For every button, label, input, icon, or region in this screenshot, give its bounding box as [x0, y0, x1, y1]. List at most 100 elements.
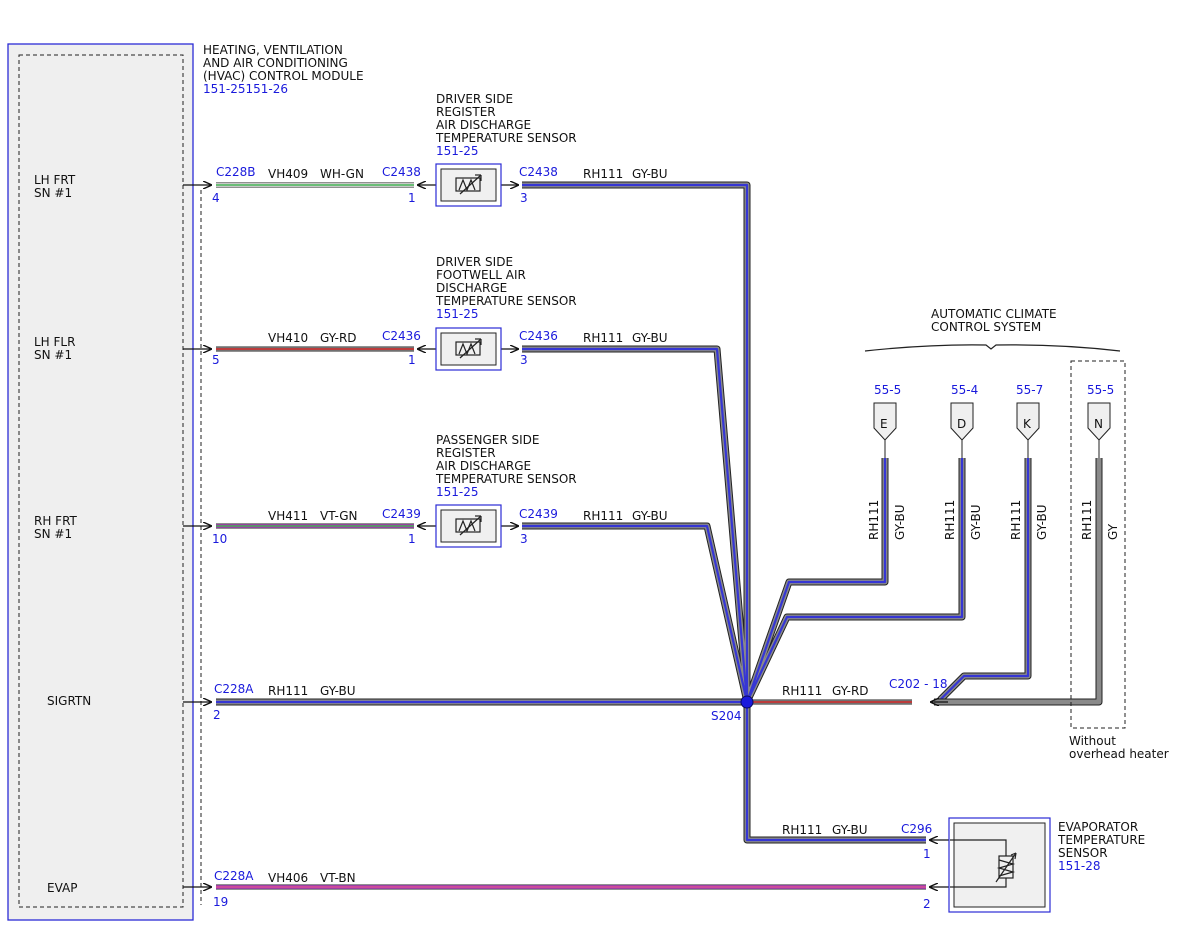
circuit-label: RH111: [1080, 500, 1094, 540]
circuit-label: VH409: [268, 167, 308, 181]
circuit-label: RH111: [1009, 500, 1023, 540]
svg-text:SENSOR: SENSOR: [1058, 846, 1108, 860]
sensor-passenger-register[interactable]: [435, 504, 502, 548]
pin-label: 2: [213, 708, 221, 722]
thermistor-icon: [455, 338, 482, 359]
pin-label: 1: [408, 532, 416, 546]
connector-label: C2439: [382, 507, 421, 521]
wire-color-label: GY-BU: [1035, 504, 1049, 540]
module-pin-label: SN #1: [34, 348, 72, 362]
terminal-letter: N: [1094, 417, 1103, 431]
circuit-label: RH111: [583, 509, 623, 523]
sensor-driver-footwell[interactable]: [435, 327, 502, 371]
connector-label: C2438: [519, 165, 558, 179]
wire-color-label: VT-BN: [320, 871, 356, 885]
svg-text:DRIVER SIDE: DRIVER SIDE: [436, 92, 513, 106]
thermistor-icon: [950, 839, 1017, 888]
wire-color-label: GY-BU: [969, 504, 983, 540]
splice-s204[interactable]: [740, 695, 754, 709]
option-note: overhead heater: [1069, 747, 1169, 761]
wire-color-label: VT-GN: [320, 509, 357, 523]
circuit-label: RH111: [583, 331, 623, 345]
connector-label: C228A: [214, 869, 254, 883]
pin-label: 1: [408, 191, 416, 205]
pin-label: 4: [212, 191, 220, 205]
module-pin-label: SIGRTN: [47, 694, 91, 708]
wire-color-label: GY-RD: [832, 684, 869, 698]
wire-color-label: GY-BU: [632, 509, 668, 523]
svg-text:AUTOMATIC CLIMATE: AUTOMATIC CLIMATE: [931, 307, 1057, 321]
sensor-title: EVAPORATOR TEMPERATURE SENSOR 151-28: [1057, 820, 1145, 873]
terminal-ref: 55-5: [874, 383, 901, 397]
climate-terminal-n[interactable]: 55-5 N: [1087, 383, 1114, 441]
hvac-control-module[interactable]: LH FRT SN #1 LH FLR SN #1 RH FRT SN #1 S…: [7, 43, 194, 921]
svg-text:CONTROL SYSTEM: CONTROL SYSTEM: [931, 320, 1041, 334]
terminal-ref: 55-7: [1016, 383, 1043, 397]
circuit-label: RH111: [782, 684, 822, 698]
circuit-label: RH111: [943, 500, 957, 540]
pin-label: 19: [213, 895, 228, 909]
circuit-label: RH111: [583, 167, 623, 181]
terminal-ref: 55-4: [951, 383, 978, 397]
pin-label: 5: [212, 353, 220, 367]
wire-color-label: GY-BU: [632, 331, 668, 345]
svg-text:REGISTER: REGISTER: [436, 105, 496, 119]
climate-system-title: AUTOMATIC CLIMATE CONTROL SYSTEM: [864, 307, 1121, 352]
pin-label: 10: [212, 532, 227, 546]
circuit-label: RH111: [867, 500, 881, 540]
circuit-label: RH111: [782, 823, 822, 837]
thermistor-icon: [455, 174, 482, 195]
module-pin-label: SN #1: [34, 186, 72, 200]
terminal-letter: E: [880, 417, 888, 431]
option-note: Without: [1069, 734, 1116, 748]
connector-label: C2438: [382, 165, 421, 179]
svg-text:TEMPERATURE SENSOR: TEMPERATURE SENSOR: [435, 294, 577, 308]
svg-text:TEMPERATURE SENSOR: TEMPERATURE SENSOR: [435, 131, 577, 145]
module-pin-label: RH FRT: [34, 514, 78, 528]
module-pin-label: EVAP: [47, 881, 77, 895]
wire-color-label: WH-GN: [320, 167, 364, 181]
svg-text:DISCHARGE: DISCHARGE: [436, 281, 507, 295]
svg-text:151-25: 151-25: [436, 485, 479, 499]
module-pin-label: SN #1: [34, 527, 72, 541]
svg-text:151-25151-26: 151-25151-26: [203, 82, 288, 96]
terminal-letter: K: [1023, 417, 1032, 431]
sensor-evaporator[interactable]: [948, 817, 1051, 913]
circuit-label: VH410: [268, 331, 308, 345]
climate-terminal-k[interactable]: 55-7 K: [1016, 383, 1043, 441]
connector-label: C296: [901, 822, 932, 836]
module-pin-label: LH FRT: [34, 173, 76, 187]
svg-text:HEATING, VENTILATION: HEATING, VENTILATION: [203, 43, 343, 57]
climate-terminal-d[interactable]: 55-4 D: [950, 383, 978, 441]
wire-rh111-gy[interactable]: [934, 458, 1103, 706]
pin-label: 2: [923, 897, 931, 911]
svg-text:(HVAC) CONTROL MODULE: (HVAC) CONTROL MODULE: [203, 69, 364, 83]
terminal-ref: 55-5: [1087, 383, 1114, 397]
pin-label: 1: [923, 847, 931, 861]
wire-color-label: GY-BU: [832, 823, 868, 837]
pin-label: 3: [520, 532, 528, 546]
pin-label: 3: [520, 353, 528, 367]
connector-label: C228A: [214, 682, 254, 696]
svg-text:AIR DISCHARGE: AIR DISCHARGE: [436, 118, 531, 132]
svg-text:151-28: 151-28: [1058, 859, 1101, 873]
svg-text:FOOTWELL AIR: FOOTWELL AIR: [436, 268, 526, 282]
svg-text:REGISTER: REGISTER: [436, 446, 496, 460]
wire-rh111-gy-bu-harness[interactable]: [216, 181, 1032, 844]
terminal-letter: D: [957, 417, 966, 431]
splice-label: S204: [711, 709, 742, 723]
circuit-label: VH406: [268, 871, 308, 885]
sensor-driver-register[interactable]: [435, 163, 502, 207]
circuit-label: RH111: [268, 684, 308, 698]
terminal-stubs: [884, 440, 1100, 458]
connector-arrows: [183, 185, 950, 887]
option-box: [1070, 360, 1126, 729]
svg-text:DRIVER SIDE: DRIVER SIDE: [436, 255, 513, 269]
sensor-title: PASSENGER SIDE REGISTER AIR DISCHARGE TE…: [435, 433, 577, 499]
connector-label: C2436: [519, 329, 558, 343]
connector-label: C228B: [216, 165, 256, 179]
pin-label: 3: [520, 191, 528, 205]
module-title: HEATING, VENTILATION AND AIR CONDITIONIN…: [203, 43, 364, 96]
climate-terminal-e[interactable]: 55-5 E: [873, 383, 901, 441]
